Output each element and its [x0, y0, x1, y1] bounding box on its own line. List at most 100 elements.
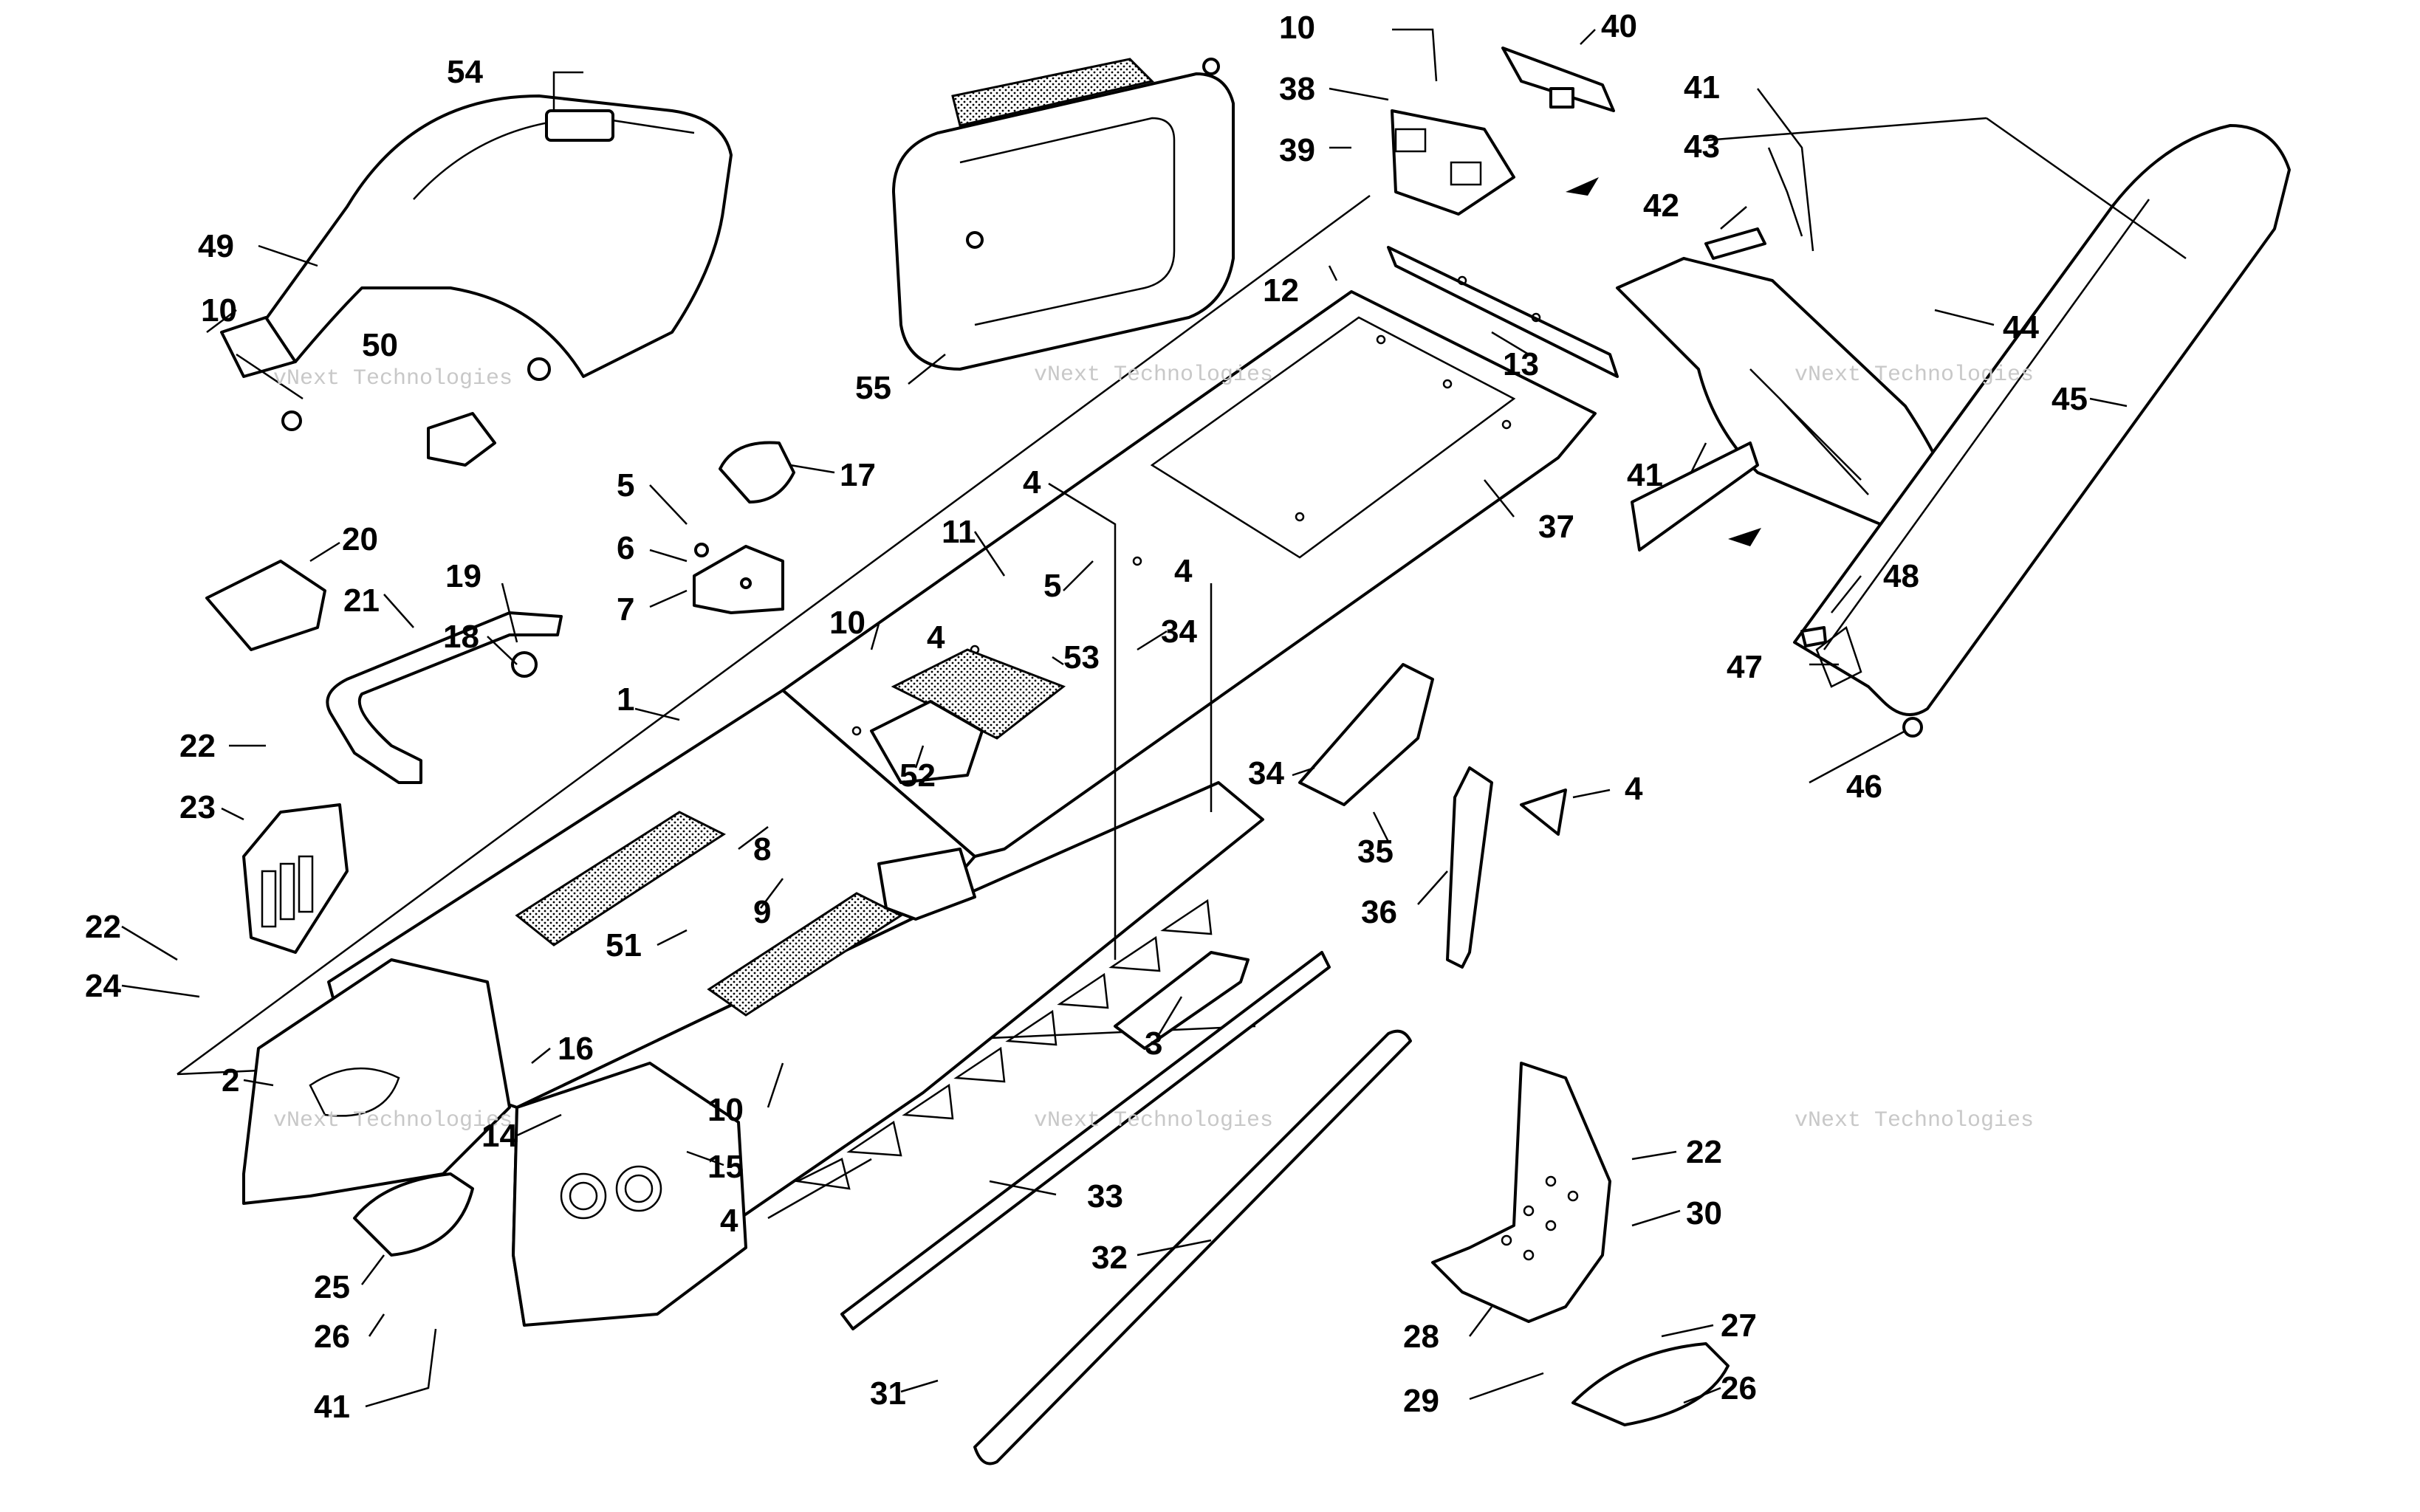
side-brackets — [1298, 663, 1567, 969]
seat — [220, 94, 733, 467]
callout-36: 36 — [1361, 894, 1397, 930]
callout-51: 51 — [606, 927, 642, 963]
chassis-tunnel — [242, 290, 1597, 1327]
callout-10: 10 — [707, 1092, 744, 1128]
heat-shield-plate — [242, 803, 349, 954]
watermark-text: vNext Technologies — [1795, 1108, 2034, 1133]
callout-18: 18 — [443, 619, 479, 655]
side-rail-and-bar — [840, 951, 1412, 1465]
callout-21: 21 — [343, 583, 380, 619]
callout-34: 34 — [1161, 614, 1197, 650]
callout-53: 53 — [1063, 639, 1100, 676]
watermark-text: vNext Technologies — [273, 1108, 513, 1133]
taillight-assembly — [1391, 47, 1615, 216]
watermark-layer: vNext Technologies vNext Technologies vN… — [273, 362, 2034, 1133]
watermark-text: vNext Technologies — [1795, 362, 2034, 388]
callout-16: 16 — [558, 1031, 594, 1067]
rear-bracket — [1387, 246, 1619, 378]
callout-14: 14 — [481, 1118, 518, 1154]
callout-4: 4 — [927, 619, 945, 656]
callout-22: 22 — [1686, 1134, 1722, 1170]
hand-grip-bar — [326, 611, 563, 784]
callout-19: 19 — [445, 558, 481, 594]
callout-54: 54 — [447, 54, 483, 90]
callout-22: 22 — [179, 728, 216, 764]
callout-4: 4 — [1174, 553, 1193, 589]
callout-41: 41 — [1627, 457, 1663, 493]
direction-arrow-lower — [1728, 528, 1761, 546]
floor-mats — [870, 648, 1066, 784]
callout-9: 9 — [753, 894, 771, 930]
small-pads — [205, 441, 795, 651]
callout-1: 1 — [617, 681, 634, 718]
front-bracket-assembly — [693, 543, 784, 614]
right-toe-cup — [1571, 1342, 1730, 1426]
small-plate — [1114, 951, 1250, 1050]
callout-50: 50 — [362, 327, 398, 363]
callout-4: 4 — [1023, 464, 1041, 501]
callout-8: 8 — [753, 831, 771, 867]
callout-40: 40 — [1601, 8, 1637, 44]
callout-22: 22 — [85, 909, 121, 945]
callout-12: 12 — [1263, 272, 1299, 309]
callout-4: 4 — [1625, 771, 1643, 807]
callout-2: 2 — [222, 1062, 239, 1099]
callout-33: 33 — [1087, 1178, 1123, 1214]
callout-27: 27 — [1721, 1307, 1757, 1344]
callout-10: 10 — [201, 292, 237, 329]
callout-23: 23 — [179, 789, 216, 825]
callout-46: 46 — [1846, 769, 1882, 805]
callout-17: 17 — [840, 457, 876, 493]
callout-31: 31 — [870, 1375, 906, 1412]
callout-11: 11 — [942, 514, 976, 550]
callout-24: 24 — [85, 968, 121, 1004]
callout-5: 5 — [617, 467, 634, 504]
bumper-hardware — [1800, 625, 1923, 738]
callout-5: 5 — [1043, 568, 1061, 604]
callout-4: 4 — [720, 1203, 738, 1239]
callout-10: 10 — [829, 605, 865, 641]
callout-43: 43 — [1684, 128, 1720, 165]
rear-bumper — [1705, 117, 2291, 716]
callout-labels: 54 49 10 50 55 10 38 39 40 41 43 42 44 4… — [85, 8, 2088, 1425]
callout-15: 15 — [707, 1149, 744, 1185]
callout-49: 49 — [198, 228, 234, 264]
callout-44: 44 — [2003, 309, 2039, 346]
callout-26: 26 — [314, 1319, 350, 1355]
callout-20: 20 — [342, 521, 378, 557]
callout-26: 26 — [1721, 1370, 1757, 1406]
snow-flap — [1616, 227, 1966, 551]
callout-7: 7 — [617, 591, 634, 628]
callout-41: 41 — [1684, 69, 1720, 106]
callout-30: 30 — [1686, 1195, 1722, 1231]
storage-bag — [892, 58, 1235, 371]
callout-52: 52 — [899, 757, 936, 794]
callout-41: 41 — [314, 1389, 350, 1425]
callout-13: 13 — [1503, 346, 1539, 382]
callout-48: 48 — [1883, 558, 1919, 594]
direction-arrow-upper — [1566, 177, 1599, 196]
callout-55: 55 — [855, 370, 891, 406]
callout-34: 34 — [1248, 755, 1284, 791]
callout-35: 35 — [1357, 834, 1394, 870]
callout-38: 38 — [1279, 71, 1315, 107]
leader-lines — [121, 28, 2128, 1408]
callout-47: 47 — [1727, 649, 1763, 685]
callout-45: 45 — [2051, 381, 2088, 417]
callout-42: 42 — [1643, 188, 1679, 224]
watermark-text: vNext Technologies — [273, 366, 513, 391]
callout-37: 37 — [1538, 509, 1574, 545]
callout-29: 29 — [1403, 1383, 1439, 1419]
left-toe-cup — [353, 1172, 474, 1257]
callout-28: 28 — [1403, 1319, 1439, 1355]
watermark-text: vNext Technologies — [1034, 1108, 1273, 1133]
callout-25: 25 — [314, 1269, 350, 1305]
callout-10: 10 — [1279, 10, 1315, 46]
callout-3: 3 — [1145, 1025, 1162, 1062]
callout-39: 39 — [1279, 132, 1315, 168]
watermark-text: vNext Technologies — [1034, 362, 1273, 388]
right-footrest — [1431, 1062, 1611, 1323]
callout-32: 32 — [1091, 1240, 1128, 1276]
callout-6: 6 — [617, 530, 634, 566]
